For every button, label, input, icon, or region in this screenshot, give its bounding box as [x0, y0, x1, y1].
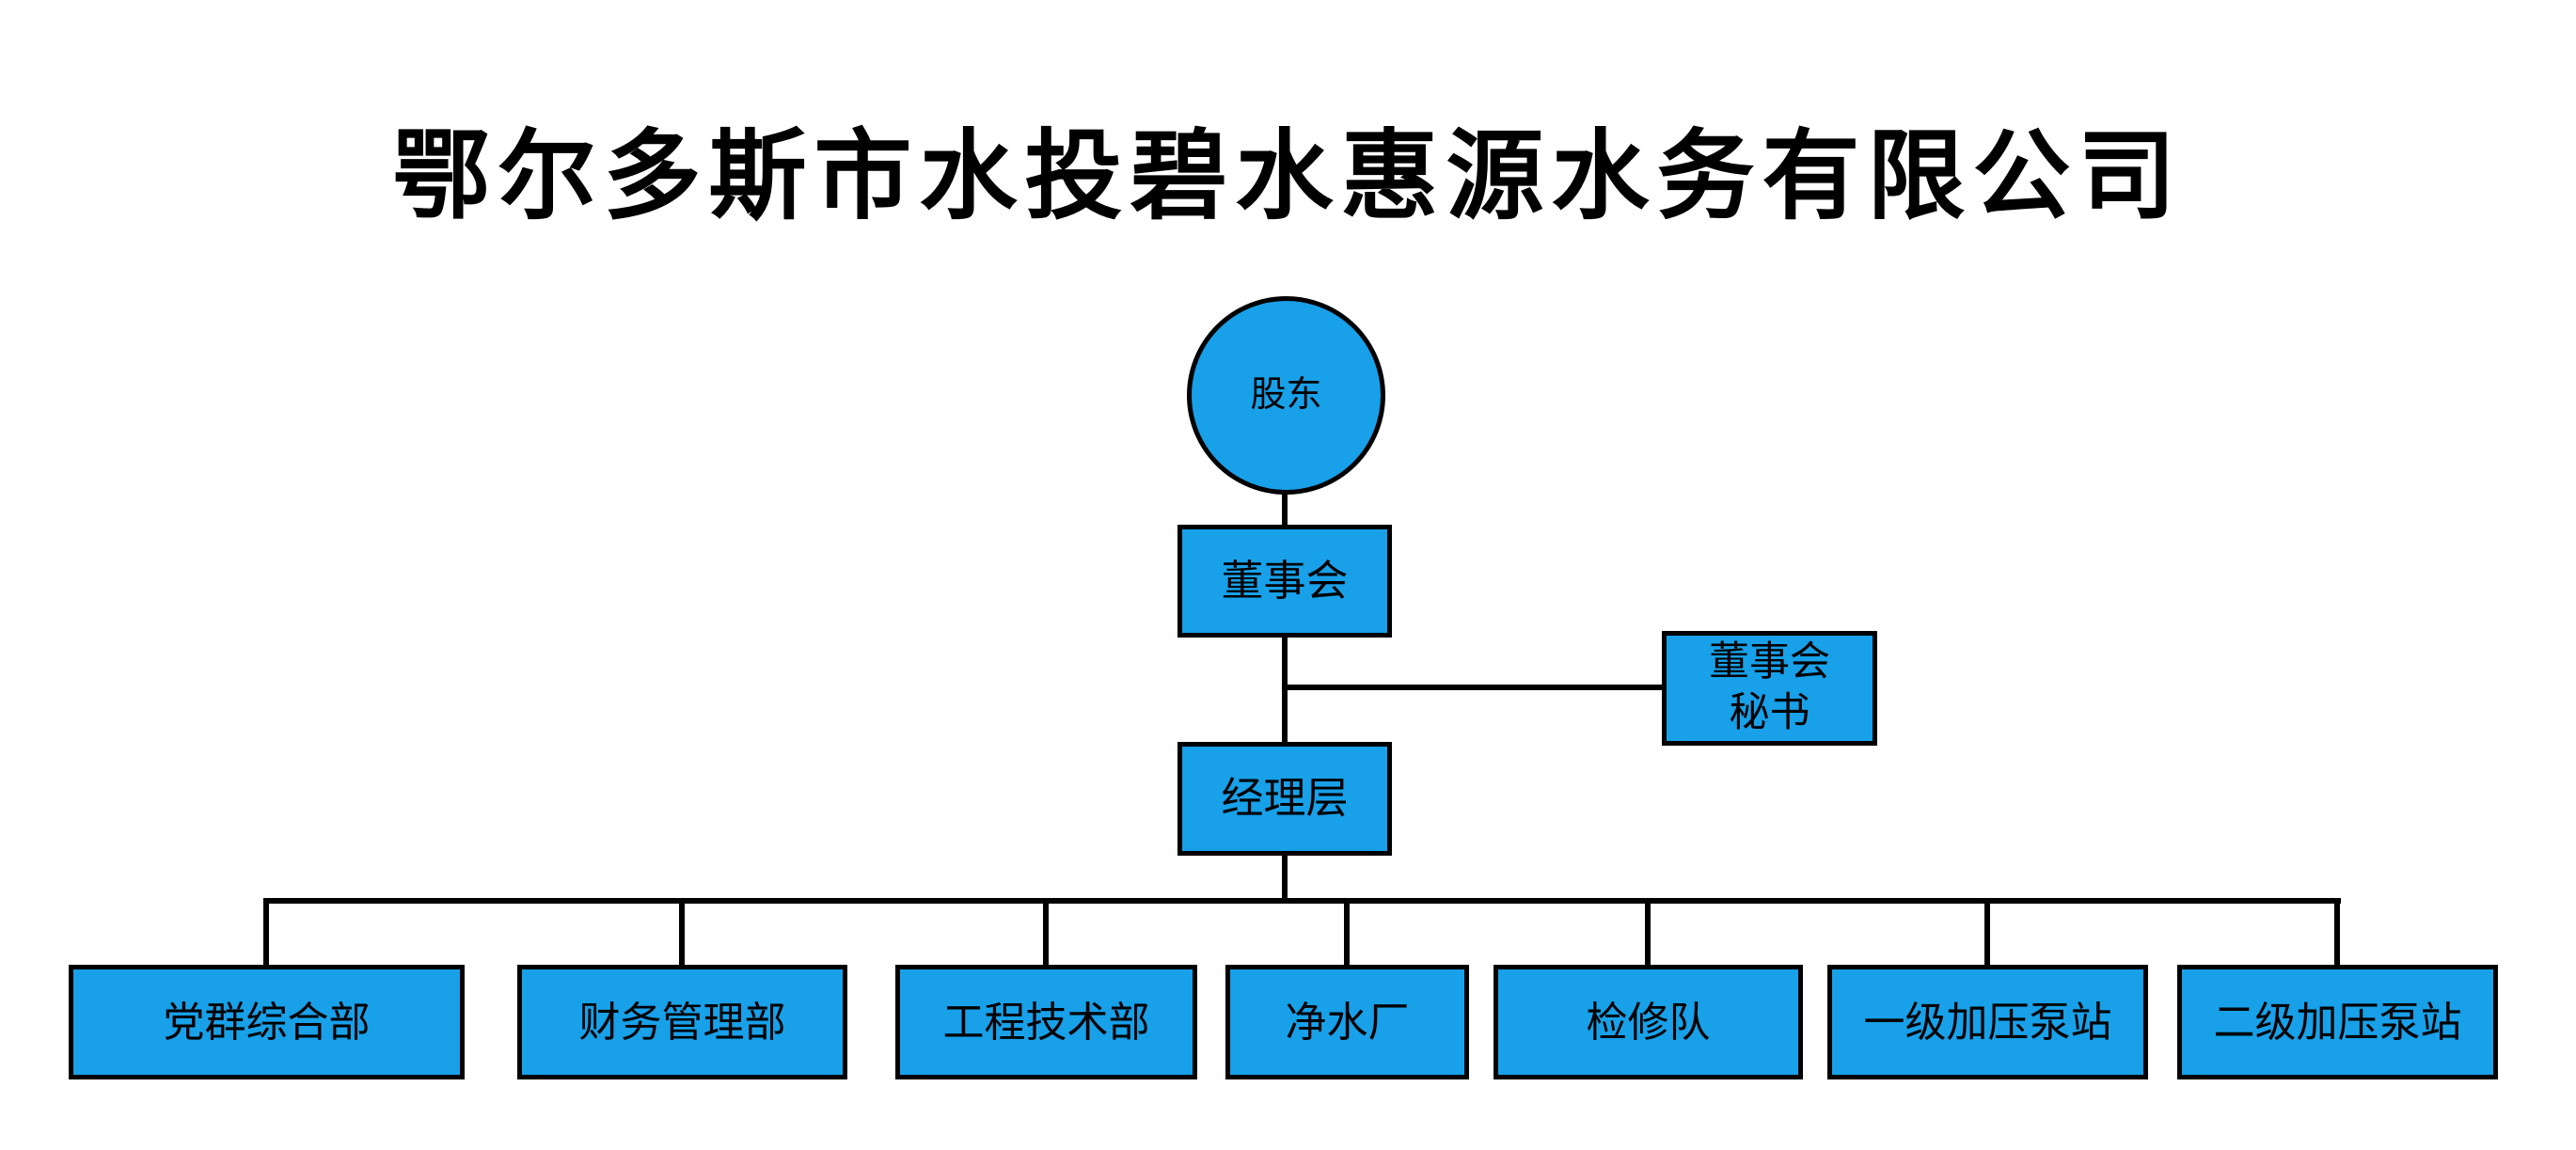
- connector-drop-party-dept: [263, 901, 269, 967]
- node-board-secretary-label: 董事会 秘书: [1709, 638, 1830, 739]
- node-board-label: 董事会: [1221, 556, 1349, 605]
- node-dept-secondary-pressurization-pump-station: 二级加压泵站: [2177, 965, 2498, 1079]
- node-dept-engineering-technology: 工程技术部: [895, 965, 1197, 1079]
- connector-shareholder-board: [1282, 493, 1288, 527]
- board-secretary-line-1: 董事会: [1709, 639, 1830, 685]
- node-dept-primary-pressurization-pump-station: 一级加压泵站: [1827, 965, 2148, 1079]
- dept-label: 工程技术部: [942, 999, 1150, 1046]
- connector-horizontal-bus: [263, 898, 2341, 904]
- connector-drop-water-plant: [1344, 901, 1350, 967]
- connector-drop-maintenance-team: [1645, 901, 1651, 967]
- connector-drop-engineering-dept: [1043, 901, 1049, 967]
- node-management-level: 经理层: [1177, 742, 1392, 856]
- dept-label: 检修队: [1586, 999, 1711, 1046]
- connector-drop-finance-dept: [679, 901, 685, 967]
- node-dept-water-purification-plant: 净水厂: [1225, 965, 1469, 1079]
- node-shareholder: 股东: [1187, 296, 1385, 495]
- dept-label: 党群综合部: [163, 999, 371, 1046]
- node-management-label: 经理层: [1221, 774, 1349, 823]
- board-secretary-line-2: 秘书: [1729, 690, 1810, 735]
- dept-label: 一级加压泵站: [1863, 999, 2112, 1046]
- connector-board-secretary-branch: [1285, 685, 1664, 690]
- node-dept-maintenance-team: 检修队: [1493, 965, 1803, 1079]
- dept-label: 财务管理部: [578, 999, 786, 1046]
- node-dept-party-mass-comprehensive: 党群综合部: [69, 965, 465, 1079]
- connector-drop-primary-pump-station: [1984, 901, 1990, 967]
- node-board-of-directors: 董事会: [1177, 525, 1392, 638]
- node-dept-finance-management: 财务管理部: [517, 965, 847, 1079]
- connector-management-bus: [1282, 854, 1288, 903]
- node-shareholder-label: 股东: [1250, 374, 1322, 415]
- connector-drop-secondary-pump-station: [2334, 901, 2340, 967]
- page-title: 鄂尔多斯市水投碧水惠源水务有限公司: [392, 123, 2184, 231]
- dept-label: 净水厂: [1285, 999, 1410, 1046]
- node-board-secretary: 董事会 秘书: [1662, 631, 1877, 746]
- dept-label: 二级加压泵站: [2213, 999, 2462, 1046]
